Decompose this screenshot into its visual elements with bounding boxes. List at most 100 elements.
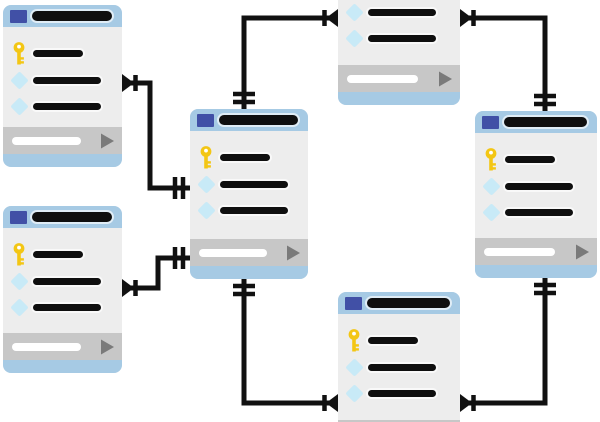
field-name-bar bbox=[33, 50, 83, 57]
field-row bbox=[475, 200, 597, 224]
field-name-bar bbox=[368, 35, 436, 42]
field-diamond-icon bbox=[7, 295, 31, 319]
field-row bbox=[338, 26, 460, 50]
run-arrow-icon-box bbox=[100, 339, 115, 355]
run-arrow-icon bbox=[101, 339, 114, 355]
field-name-bar bbox=[33, 278, 101, 285]
input-bar bbox=[484, 248, 555, 256]
table-bottom-center[interactable] bbox=[338, 292, 460, 422]
table-bottom-strip bbox=[3, 360, 122, 373]
table-header bbox=[475, 111, 597, 133]
input-bar bbox=[347, 75, 418, 83]
table-header bbox=[3, 5, 122, 27]
table-footer bbox=[338, 420, 460, 422]
field-name-bar bbox=[368, 390, 436, 397]
field-name-bar bbox=[368, 9, 436, 16]
table-bottom-strip bbox=[475, 265, 597, 278]
field-name-bar bbox=[505, 183, 573, 190]
field-diamond-icon bbox=[7, 68, 31, 92]
field-row bbox=[3, 68, 122, 92]
field-diamond-icon bbox=[479, 200, 503, 224]
table-top-center[interactable] bbox=[338, 0, 460, 105]
table-title-bar bbox=[219, 115, 298, 125]
field-name-bar bbox=[505, 156, 555, 163]
window-square-icon bbox=[197, 114, 214, 127]
field-diamond-icon bbox=[7, 94, 31, 118]
table-bottom-strip bbox=[3, 154, 122, 167]
run-arrow-icon bbox=[101, 133, 114, 149]
field-row bbox=[190, 145, 308, 169]
field-name-bar bbox=[33, 304, 101, 311]
input-bar bbox=[199, 249, 268, 257]
primary-key-icon-box bbox=[7, 242, 31, 266]
field-row bbox=[475, 147, 597, 171]
field-row bbox=[338, 0, 460, 24]
field-row bbox=[338, 355, 460, 379]
table-bottom-strip bbox=[190, 266, 308, 279]
field-row bbox=[338, 381, 460, 405]
table-top-left[interactable] bbox=[3, 5, 122, 167]
primary-key-icon bbox=[13, 242, 24, 265]
field-name-bar bbox=[220, 181, 288, 188]
field-name-bar bbox=[505, 209, 573, 216]
field-name-bar bbox=[220, 154, 270, 161]
field-row bbox=[338, 328, 460, 352]
field-row bbox=[190, 172, 308, 196]
table-title-bar bbox=[367, 298, 450, 308]
field-diamond-icon bbox=[342, 381, 366, 405]
field-row bbox=[3, 41, 122, 65]
primary-key-icon-box bbox=[194, 145, 218, 169]
window-square-icon bbox=[10, 10, 27, 23]
primary-key-icon-box bbox=[7, 41, 31, 65]
field-row bbox=[190, 198, 308, 222]
table-header bbox=[3, 206, 122, 228]
field-row bbox=[3, 242, 122, 266]
window-square-icon bbox=[345, 297, 362, 310]
field-name-bar bbox=[368, 364, 436, 371]
field-diamond-icon bbox=[7, 269, 31, 293]
table-footer bbox=[3, 127, 122, 154]
window-square-icon bbox=[482, 116, 499, 129]
run-arrow-icon-box bbox=[575, 244, 590, 260]
field-name-bar bbox=[368, 337, 418, 344]
field-row bbox=[3, 94, 122, 118]
input-bar bbox=[12, 343, 82, 351]
primary-key-icon bbox=[13, 41, 24, 64]
primary-key-icon bbox=[348, 328, 359, 351]
field-row bbox=[3, 295, 122, 319]
field-diamond-icon bbox=[194, 172, 218, 196]
run-arrow-icon-box bbox=[286, 245, 301, 261]
run-arrow-icon bbox=[439, 71, 452, 87]
field-name-bar bbox=[220, 207, 288, 214]
table-footer bbox=[190, 239, 308, 266]
field-name-bar bbox=[33, 77, 101, 84]
table-footer bbox=[475, 238, 597, 265]
primary-key-icon bbox=[200, 145, 211, 168]
field-diamond-icon bbox=[479, 174, 503, 198]
table-center[interactable] bbox=[190, 109, 308, 279]
table-bottom-left[interactable] bbox=[3, 206, 122, 373]
table-footer bbox=[3, 333, 122, 360]
table-bottom-strip bbox=[338, 92, 460, 105]
field-diamond-icon bbox=[342, 0, 366, 24]
table-title-bar bbox=[32, 212, 112, 222]
field-name-bar bbox=[33, 251, 83, 258]
table-footer bbox=[338, 65, 460, 92]
field-name-bar bbox=[33, 103, 101, 110]
table-header bbox=[338, 292, 460, 314]
primary-key-icon-box bbox=[479, 147, 503, 171]
primary-key-icon-box bbox=[342, 328, 366, 352]
field-row bbox=[3, 269, 122, 293]
window-square-icon bbox=[10, 211, 27, 224]
input-bar bbox=[12, 137, 82, 145]
run-arrow-icon bbox=[287, 245, 300, 261]
table-title-bar bbox=[504, 117, 587, 127]
run-arrow-icon bbox=[576, 244, 589, 260]
primary-key-icon bbox=[485, 147, 496, 170]
table-right[interactable] bbox=[475, 111, 597, 278]
run-arrow-icon-box bbox=[438, 71, 453, 87]
run-arrow-icon-box bbox=[100, 133, 115, 149]
field-row bbox=[475, 174, 597, 198]
